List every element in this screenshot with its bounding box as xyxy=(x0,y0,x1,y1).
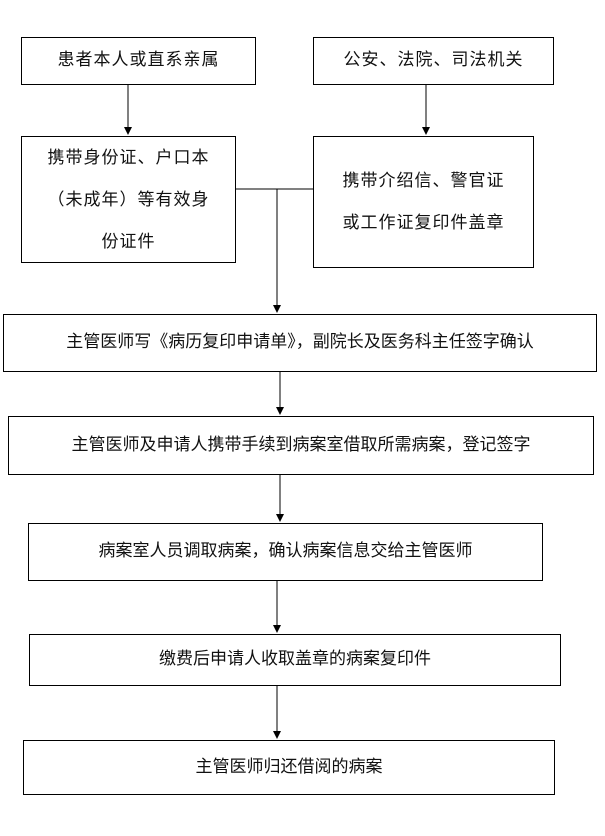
patient-source-box: 患者本人或直系亲属 xyxy=(21,37,256,85)
agency-documents-line-1: 携带介绍信、警官证 xyxy=(342,171,505,191)
retrieve-step-text: 病案室人员调取病案，确认病案信息交给主管医师 xyxy=(98,541,473,562)
agency-documents-line-2: 或工作证复印件盖章 xyxy=(342,213,505,233)
patient-documents-line-3: 份证件 xyxy=(101,231,156,252)
patient-documents-line-2: （未成年）等有效身 xyxy=(47,189,210,210)
borrow-step-box: 主管医师及申请人携带手续到病案室借取所需病案，登记签字 xyxy=(8,416,594,475)
borrow-step-text: 主管医师及申请人携带手续到病案室借取所需病案，登记签字 xyxy=(71,434,531,455)
patient-source-text: 患者本人或直系亲属 xyxy=(57,50,220,71)
agency-documents-box: 携带介绍信、警官证 或工作证复印件盖章 xyxy=(313,136,534,268)
application-step-text: 主管医师写《病历复印申请单》，副院长及医务科主任签字确认 xyxy=(66,332,534,353)
patient-documents-box: 携带身份证、户口本 （未成年）等有效身 份证件 xyxy=(21,136,236,263)
retrieve-step-box: 病案室人员调取病案，确认病案信息交给主管医师 xyxy=(28,523,543,581)
payment-step-box: 缴费后申请人收取盖章的病案复印件 xyxy=(29,634,561,686)
payment-step-text: 缴费后申请人收取盖章的病案复印件 xyxy=(159,649,431,670)
agency-source-text: 公安、法院、司法机关 xyxy=(343,50,524,71)
patient-documents-line-1: 携带身份证、户口本 xyxy=(47,147,210,168)
agency-source-box: 公安、法院、司法机关 xyxy=(313,37,554,85)
return-step-box: 主管医师归还借阅的病案 xyxy=(23,740,555,795)
return-step-text: 主管医师归还借阅的病案 xyxy=(195,756,383,777)
application-step-box: 主管医师写《病历复印申请单》，副院长及医务科主任签字确认 xyxy=(3,314,597,372)
